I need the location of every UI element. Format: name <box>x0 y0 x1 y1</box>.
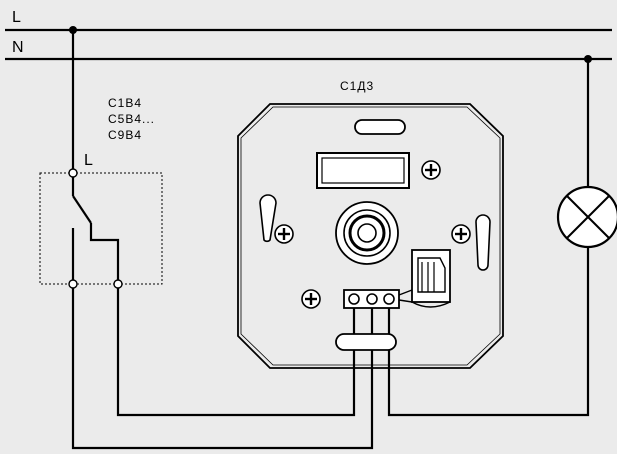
screw-icon <box>421 160 441 180</box>
switch-contact <box>89 223 120 284</box>
switch-l-label: L <box>84 152 93 169</box>
wire-dimmer-to-lamp <box>387 247 590 417</box>
screw-icon <box>274 224 294 244</box>
screw-icon <box>451 224 471 244</box>
switch-blade <box>72 195 92 224</box>
lamp-icon <box>556 185 617 249</box>
switch-box <box>39 172 163 285</box>
switch-model-2: C5B4... <box>108 112 155 126</box>
switch-terminal-top <box>68 168 78 178</box>
connector-mechanism <box>398 249 451 308</box>
wire-switch-to-dimmer-1 <box>116 288 356 417</box>
switch-terminal-bottom-left <box>68 279 78 289</box>
terminal-icon <box>343 289 400 309</box>
screw-icon <box>301 289 321 309</box>
switch-terminal-bottom-right <box>113 279 123 289</box>
switch-model-3: C9B4 <box>108 128 142 142</box>
switch-model-1: C1B4 <box>108 96 142 110</box>
knob-icon <box>335 201 399 265</box>
dimmer-model-label: C1Д3 <box>340 79 374 93</box>
line-l-label: L <box>12 9 21 26</box>
wire-switch-to-dimmer-2 <box>71 288 374 450</box>
line-n-label: N <box>12 39 24 56</box>
dimmer-body <box>237 103 504 369</box>
